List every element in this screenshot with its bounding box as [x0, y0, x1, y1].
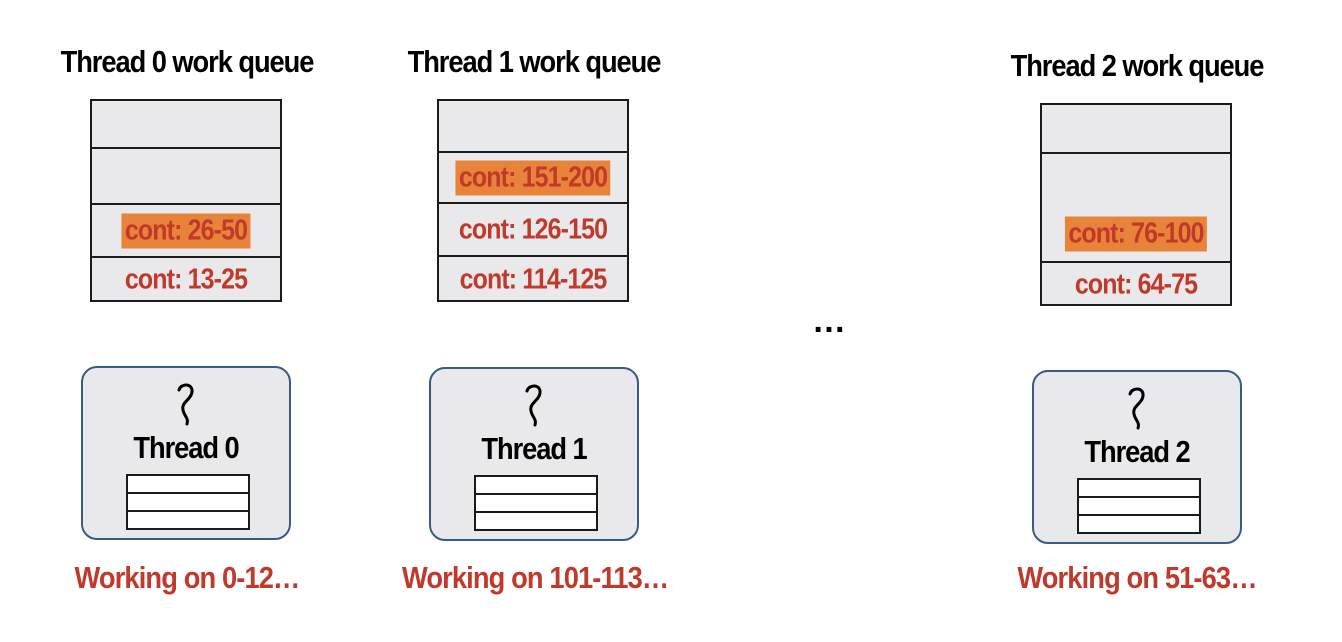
working-status: Working on 101-113…: [402, 560, 669, 595]
queue-title: Thread 2 work queue: [1010, 48, 1265, 83]
stack-row: [476, 493, 596, 495]
queue-slot-label-highlighted: cont: 26-50: [121, 213, 251, 248]
stack-row: [1079, 496, 1199, 498]
work-queue: cont: 151-200 cont: 126-150 cont: 114-12…: [437, 99, 629, 302]
queue-slot-label-highlighted: cont: 151-200: [455, 160, 611, 195]
queue-title: Thread 0 work queue: [60, 44, 315, 79]
queue-slot: cont: 126-150: [439, 202, 627, 255]
more-threads-ellipsis: …: [812, 302, 847, 340]
queue-slot-label: cont: 13-25: [124, 263, 248, 296]
queue-slot-label-highlighted: cont: 76-100: [1064, 216, 1208, 252]
queue-slot: cont: 114-125: [439, 255, 627, 302]
work-queue: cont: 26-50 cont: 13-25: [90, 99, 282, 302]
queue-title: Thread 1 work queue: [407, 44, 662, 79]
thread-label: Thread 2: [1084, 434, 1190, 469]
queue-slot: cont: 76-100: [1042, 207, 1230, 261]
queue-slot: cont: 151-200: [439, 151, 627, 202]
thread-box: Thread 2: [1032, 370, 1242, 544]
queue-slot-label: cont: 64-75: [1074, 268, 1198, 300]
thread-label: Thread 1: [481, 431, 587, 466]
queue-slot: [1042, 152, 1230, 207]
queue-slot: cont: 13-25: [92, 256, 280, 302]
stack-row: [476, 511, 596, 513]
queue-slot: [439, 101, 627, 151]
thread-box: Thread 0: [81, 366, 291, 540]
queue-slot-label: cont: 114-125: [459, 263, 608, 295]
stack-row: [128, 492, 248, 494]
queue-slot: [92, 147, 280, 203]
working-status: Working on 51-63…: [1017, 560, 1257, 595]
queue-slot-label: cont: 126-150: [458, 213, 608, 245]
work-queue: cont: 76-100 cont: 64-75: [1040, 103, 1232, 306]
thread-stack: [1077, 478, 1201, 534]
thread-label: Thread 0: [133, 430, 239, 465]
thread-squiggle-icon: [525, 384, 542, 427]
queue-slot: cont: 26-50: [92, 203, 280, 256]
thread-box: Thread 1: [429, 367, 639, 541]
thread-squiggle-icon: [177, 383, 194, 426]
thread-squiggle-icon: [1128, 387, 1145, 430]
working-status: Working on 0-12…: [74, 560, 301, 595]
stack-row: [1079, 514, 1199, 516]
queue-slot: cont: 64-75: [1042, 261, 1230, 306]
queue-slot: [92, 101, 280, 147]
thread-stack: [126, 474, 250, 530]
thread-stack: [474, 475, 598, 531]
stack-row: [128, 510, 248, 512]
queue-slot: [1042, 105, 1230, 152]
